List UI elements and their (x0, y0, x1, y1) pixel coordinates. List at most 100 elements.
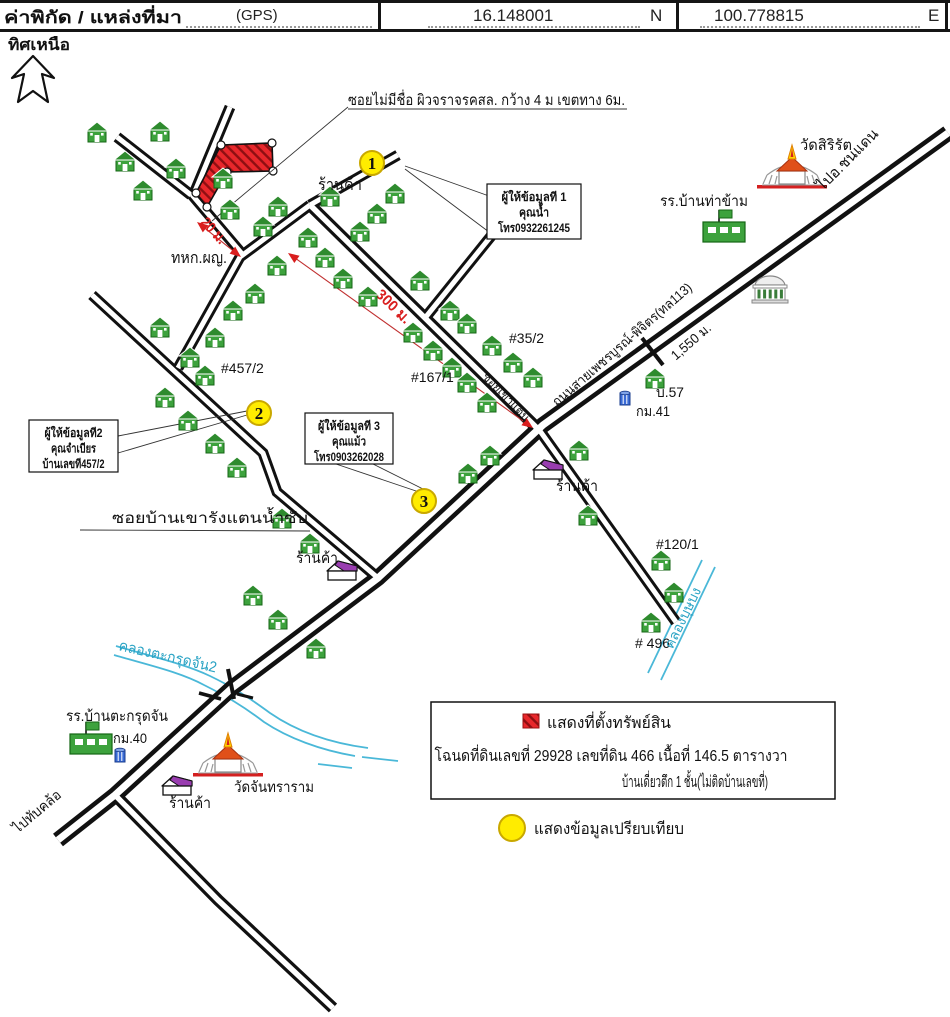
house-icon-15 (330, 267, 356, 289)
parcel-vertex-0 (216, 140, 226, 150)
bridge-tick-3 (236, 692, 254, 700)
info-box-1-line-0: ผู้ให้ข้อมูลที 1 (502, 189, 567, 205)
label-496: # 496 (635, 635, 670, 651)
house-icon-6 (217, 198, 243, 220)
canal-takrutchan-b (113, 654, 356, 757)
label-soi-unnamed: ซอยไม่มีชื่อ ผิวจราจรคสล. กว้าง 4 ม เขตท… (348, 89, 625, 109)
header-title: ค่าพิกัด / แหล่งที่มา (4, 5, 182, 27)
house-icon-2 (112, 150, 138, 172)
info-box-3-line-2: โทร0903262028 (313, 449, 384, 464)
house-icon-21 (202, 326, 228, 348)
house-icon-42 (407, 269, 433, 291)
compare-point-1: 1 (359, 150, 385, 176)
road-casing-road-s0 (173, 200, 314, 371)
km-tick (640, 336, 665, 367)
house-icon-36 (575, 504, 601, 526)
label-canal-takrutchan: คลองตะกรุดจัน2 (117, 637, 218, 677)
legend-line-4: แสดงข้อมูลเปรียบเทียบ (534, 820, 684, 839)
house-icon-51 (520, 366, 546, 388)
house-icon-4 (163, 157, 189, 179)
house-icon-43 (437, 299, 463, 321)
info-box-2: ผู้ให้ข้อมูลที2คุณจำเบียรบ้านเลขที457/2 (28, 419, 119, 473)
house-icon-47 (439, 356, 465, 378)
dotted-line-2 (428, 26, 640, 28)
compare-point-number-1: 1 (368, 154, 377, 173)
info-box-1-line-2: โทร0932261245 (497, 220, 570, 235)
house-icon-26 (202, 432, 228, 454)
legend-line-2: โฉนดที่ดินเลขที่ 29928 เลขที่ดิน 466 เนื… (435, 744, 788, 765)
house-icon-37 (648, 549, 674, 571)
longitude-dir: E (928, 6, 940, 25)
house-icon-14 (312, 246, 338, 268)
temple-icon-0 (757, 143, 827, 189)
km-post-icon-0 (619, 390, 631, 406)
legend-line-3: บ้านเดี่ยวตึก 1 ชั้น(ไม่ติดบ้านเลขที่) (622, 770, 768, 791)
canal-dash-1 (317, 763, 353, 769)
label-km41: กม.41 (636, 403, 670, 419)
label-shop-1: ร้านค้า (318, 176, 362, 194)
house-icon-10 (347, 220, 373, 242)
shop-icon-1 (326, 560, 358, 581)
house-icon-24 (152, 386, 178, 408)
label-thk: ทหก.ผญ. (171, 250, 227, 267)
house-icon-5 (130, 179, 156, 201)
leader-line-2 (404, 168, 490, 233)
government-building-icon-0 (751, 275, 789, 304)
house-icon-22 (177, 346, 203, 368)
road-fill-soi-ext-496 (537, 429, 679, 624)
gps-label: (GPS) (236, 7, 278, 24)
label-wat-chantararam: วัดจันทราราม (234, 779, 314, 796)
dotted-line-1 (186, 26, 372, 28)
house-icon-28 (269, 507, 295, 529)
road-fill-highway-113 (55, 130, 950, 843)
label-soi-khaorang: ซอยบ้านเขารังแตนน้ำซับ (112, 507, 308, 527)
label-35-2: #35/2 (509, 330, 544, 346)
label-km40: กม.40 (113, 730, 147, 746)
coordinate-header: (GPS) 16.148001 N 100.778815 E (0, 0, 950, 32)
house-icon-9 (250, 215, 276, 237)
dotted-line-3 (700, 26, 920, 28)
house-icon-49 (474, 391, 500, 413)
school-icon-1 (69, 721, 113, 755)
house-icon-50 (500, 351, 526, 373)
house-icon-16 (355, 285, 381, 307)
road-fill-road-l1 (90, 293, 380, 580)
house-icon-48 (454, 371, 480, 393)
label-shop-2: ร้านค้า (556, 478, 598, 495)
road-fill-road-nw-short (115, 135, 193, 197)
house-icon-18 (242, 282, 268, 304)
info-box-2-line-0: ผู้ให้ข้อมูลที2 (45, 425, 103, 441)
house-icon-27 (224, 456, 250, 478)
road-fill-road-s0 (175, 202, 312, 370)
label-457-2: #457/2 (221, 360, 264, 376)
shop-icon-0 (532, 459, 564, 480)
temple-icon-1 (193, 731, 263, 777)
info-box-1-line-1: คุณน้ำ (519, 203, 549, 221)
info-box-2-line-2: บ้านเลขที457/2 (43, 457, 105, 471)
label-167-1: #167/1 (411, 369, 454, 385)
canal-bussabong-b (660, 566, 716, 681)
label-shop-4: ร้านค้า (169, 795, 211, 812)
longitude-value: 100.778815 (714, 6, 804, 25)
parcel-vertex-1 (267, 138, 277, 148)
leader-line-0 (211, 106, 349, 222)
label-shop-3: ร้านค้า (296, 550, 338, 567)
label-120-1: #120/1 (656, 536, 699, 552)
info-box-2-line-1: คุณจำเบียร (51, 442, 96, 457)
latitude-dir: N (650, 6, 663, 25)
house-icon-20 (147, 316, 173, 338)
legend-box (430, 701, 836, 800)
house-icon-1 (147, 120, 173, 142)
house-icon-29 (297, 532, 323, 554)
house-icon-33 (566, 439, 592, 461)
leader-line-6 (370, 462, 426, 491)
label-school-takrutchan: รร.บ้านตะกรุดจัน (66, 708, 168, 726)
road-fill-road-branch-south (113, 793, 335, 1011)
shop-icon-2 (161, 775, 193, 796)
leader-line-4 (117, 414, 248, 454)
